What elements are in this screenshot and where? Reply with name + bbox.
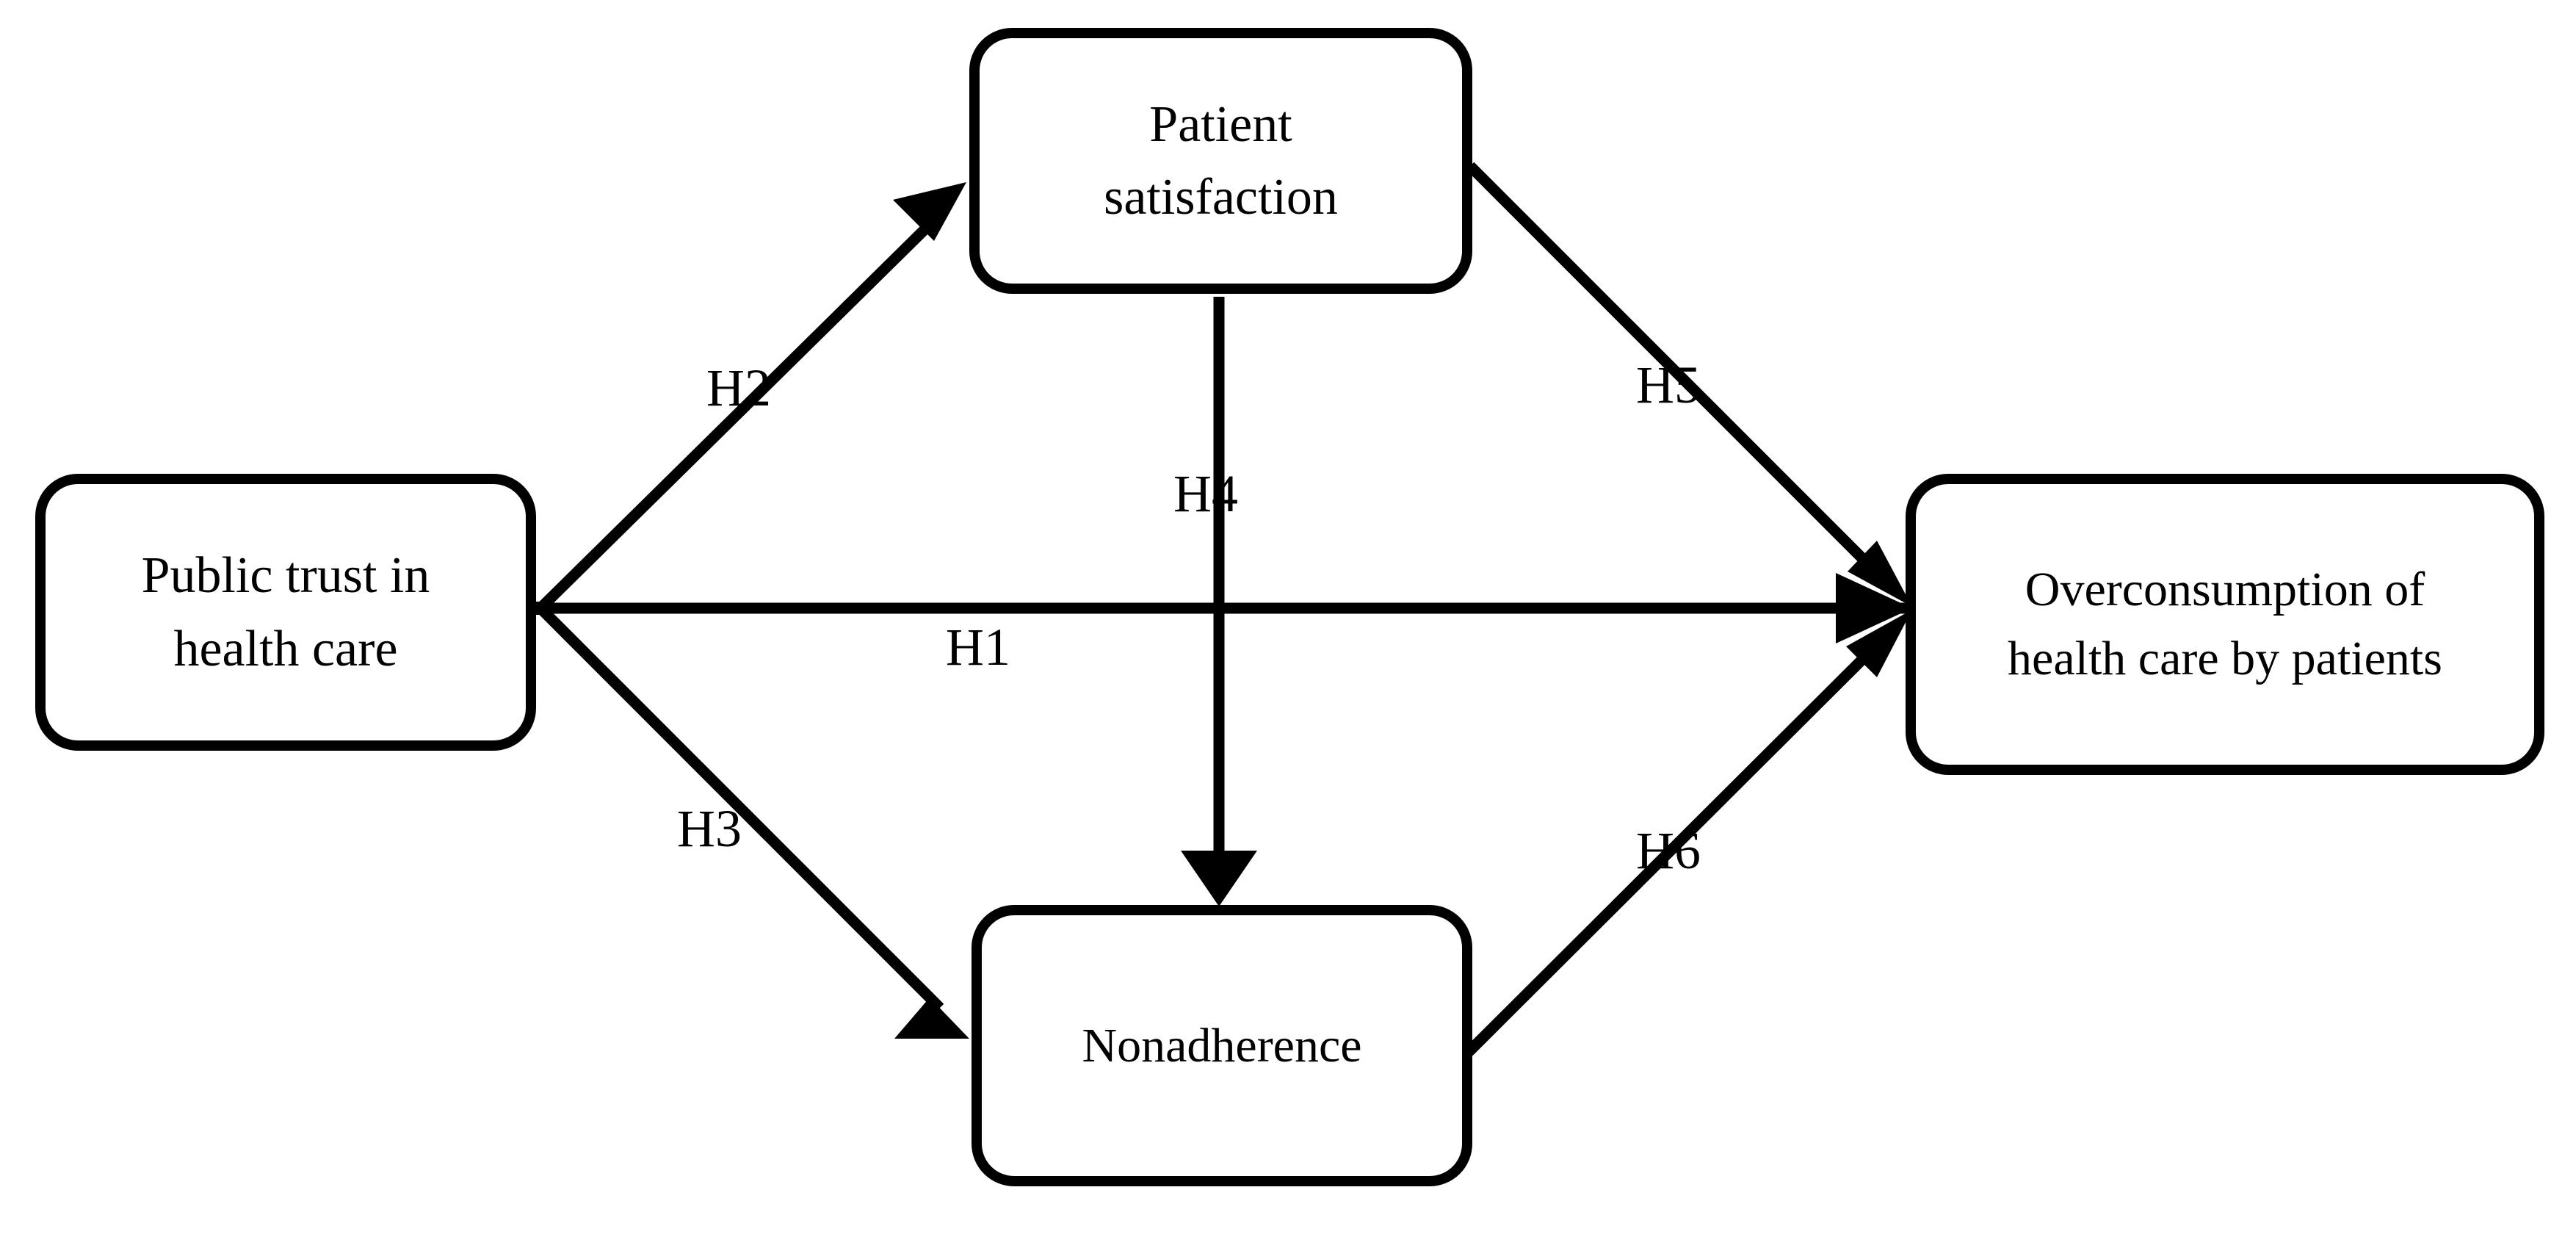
edge-h6-line	[1464, 632, 1890, 1056]
node-nonadherence[interactable]: Nonadherence	[972, 905, 1472, 1186]
edge-h3	[536, 604, 969, 1039]
node-public-trust-label: Public trust in health care	[141, 547, 430, 677]
edge-label-h1: H1	[946, 618, 1010, 677]
edge-h2	[536, 182, 966, 613]
node-patient-satisfaction[interactable]: Patient satisfaction	[969, 28, 1472, 294]
edge-label-h2: H2	[706, 358, 771, 417]
edge-h2-arrowhead	[893, 182, 966, 241]
node-patient-satisfaction-label: Patient satisfaction	[1104, 95, 1338, 226]
edge-label-h4: H4	[1173, 464, 1238, 523]
edge-label-h6: H6	[1636, 821, 1701, 880]
node-nonadherence-label: Nonadherence	[1082, 1018, 1362, 1072]
node-overconsumption-label: Overconsumption of health care by patien…	[2008, 563, 2442, 685]
node-public-trust[interactable]: Public trust in health care	[35, 474, 536, 751]
edge-h6-arrowhead	[1846, 610, 1912, 677]
edge-h5-arrowhead	[1848, 541, 1912, 607]
edge-h1-arrowhead	[1836, 573, 1912, 643]
edge-h2-line	[536, 209, 946, 613]
edge-h5	[1466, 162, 1912, 607]
edge-h4	[1181, 297, 1257, 906]
edge-h3-line	[536, 604, 944, 1012]
edge-label-h5: H5	[1636, 356, 1701, 414]
edge-h1	[539, 573, 1912, 643]
edge-label-h3: H3	[677, 799, 742, 858]
edge-h6	[1464, 610, 1912, 1056]
edge-h4-arrowhead	[1181, 851, 1257, 906]
edge-h3-arrowhead	[894, 998, 969, 1039]
node-overconsumption[interactable]: Overconsumption of health care by patien…	[1906, 474, 2544, 775]
edge-h5-line	[1466, 162, 1890, 586]
